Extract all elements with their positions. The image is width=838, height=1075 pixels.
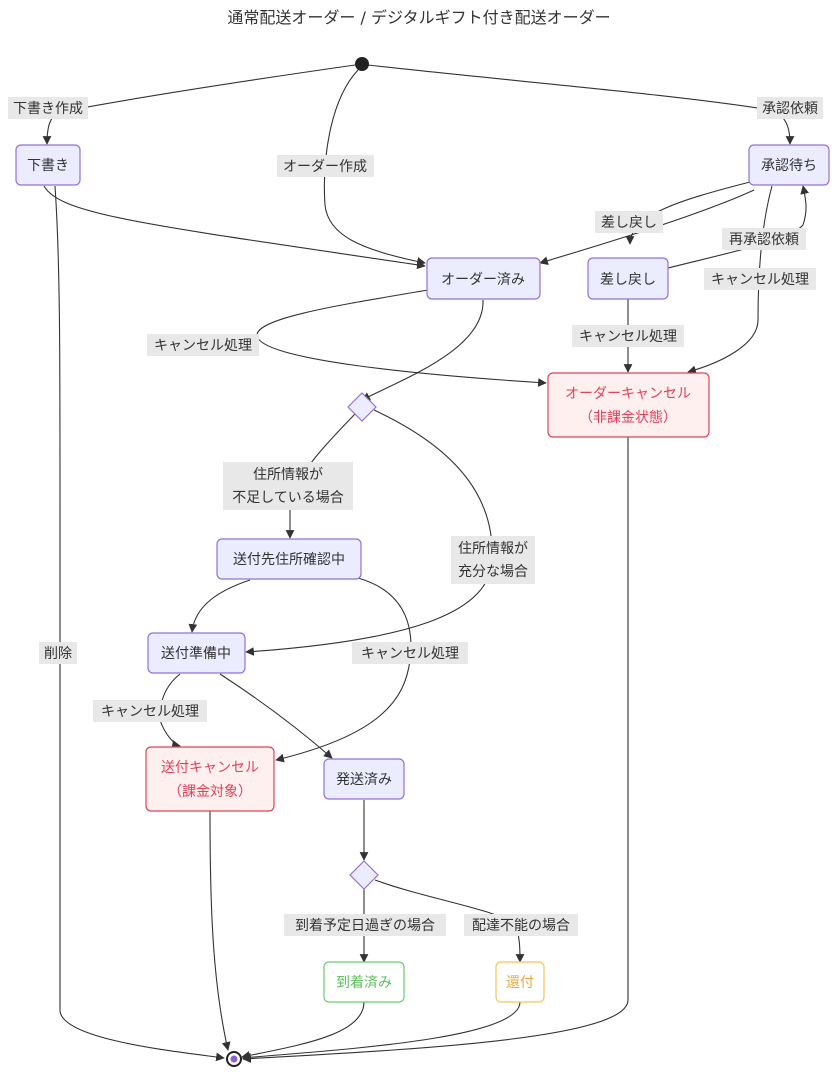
svg-text:到着済み: 到着済み xyxy=(336,975,392,991)
svg-text:キャンセル処理: キャンセル処理 xyxy=(154,338,252,354)
edge-label-cancel-preparing: キャンセル処理 xyxy=(93,700,207,722)
svg-text:キャンセル処理: キャンセル処理 xyxy=(579,329,677,345)
edge-label-cancel-ordered: キャンセル処理 xyxy=(147,334,259,356)
edge-returned-end xyxy=(242,1001,521,1062)
state-address-check: 送付先住所確認中 xyxy=(216,538,362,580)
edge-draft-ordered xyxy=(43,185,426,270)
edge-approval-sentback xyxy=(625,181,751,245)
edge-label-sufficient: 住所情報が 充分な場合 xyxy=(451,536,535,584)
edge-address-preparing xyxy=(188,579,251,633)
svg-text:キャンセル処理: キャンセル処理 xyxy=(711,272,809,288)
edge-label-undeliverable: 配達不能の場合 xyxy=(464,914,578,936)
choice-delivery xyxy=(349,860,379,890)
state-arrived: 到着済み xyxy=(323,961,405,1003)
svg-text:送付先住所確認中: 送付先住所確認中 xyxy=(233,552,345,568)
svg-text:住所情報が: 住所情報が xyxy=(253,467,323,483)
svg-text:到着予定日過ぎの場合: 到着予定日過ぎの場合 xyxy=(295,918,435,934)
state-ordered: オーダー済み xyxy=(426,257,541,300)
edge-label-cancel-address: キャンセル処理 xyxy=(352,642,468,664)
edges xyxy=(42,64,809,1063)
edge-shipcancel-end xyxy=(209,810,231,1051)
edge-choice1-preparing xyxy=(245,409,493,656)
svg-text:キャンセル処理: キャンセル処理 xyxy=(361,646,459,662)
state-returned: 還付 xyxy=(495,961,545,1003)
svg-text:承認待ち: 承認待ち xyxy=(761,158,817,174)
svg-text:配達不能の場合: 配達不能の場合 xyxy=(472,918,570,934)
diagram-title: 通常配送オーダー / デジタルギフト付き配送オーダー xyxy=(227,8,610,27)
svg-text:オーダー済み: オーダー済み xyxy=(441,272,525,288)
svg-text:再承認依頼: 再承認依頼 xyxy=(729,232,799,248)
svg-text:差し戻し: 差し戻し xyxy=(601,215,657,231)
state-order-cancel: オーダーキャンセル （非課金状態） xyxy=(547,372,710,438)
svg-text:送付準備中: 送付準備中 xyxy=(161,646,231,662)
edge-start-draft xyxy=(42,64,356,145)
edge-label-send-back: 差し戻し xyxy=(595,211,663,233)
svg-text:差し戻し: 差し戻し xyxy=(600,272,656,288)
svg-text:オーダーキャンセル: オーダーキャンセル xyxy=(565,386,691,402)
state-preparing: 送付準備中 xyxy=(147,632,246,674)
state-awaiting-approval: 承認待ち xyxy=(748,144,830,186)
edge-label-draft-create: 下書き作成 xyxy=(8,97,88,119)
svg-text:キャンセル処理: キャンセル処理 xyxy=(101,704,199,720)
svg-text:承認依頼: 承認依頼 xyxy=(762,101,818,117)
edge-label-approval-request: 承認依頼 xyxy=(757,97,823,119)
svg-text:送付キャンセル: 送付キャンセル xyxy=(161,760,259,776)
edge-sentback-approval xyxy=(667,185,809,269)
svg-text:下書き作成: 下書き作成 xyxy=(13,101,83,117)
edge-label-order-create: オーダー作成 xyxy=(277,155,374,177)
svg-text:削除: 削除 xyxy=(44,646,72,662)
svg-text:不足している場合: 不足している場合 xyxy=(232,490,344,506)
edge-ordered-ordercancel xyxy=(256,289,547,387)
edge-label-cancel-approval: キャンセル処理 xyxy=(704,268,816,290)
edge-start-ordered xyxy=(323,69,426,266)
edge-label-reapproval: 再承認依頼 xyxy=(722,228,806,250)
edge-ordered-choice1 xyxy=(361,299,484,401)
edge-label-past-due: 到着予定日過ぎの場合 xyxy=(284,914,446,936)
edge-label-cancel-sentback: キャンセル処理 xyxy=(572,325,684,347)
svg-text:発送済み: 発送済み xyxy=(336,772,392,788)
edge-start-approval xyxy=(367,64,795,145)
edge-approval-ordercancel xyxy=(687,185,773,375)
svg-text:住所情報が: 住所情報が xyxy=(458,541,528,557)
svg-text:（非課金状態）: （非課金状態） xyxy=(579,410,677,426)
edge-draft-end xyxy=(54,185,225,1062)
state-shipped: 発送済み xyxy=(323,758,405,800)
state-ship-cancel: 送付キャンセル （課金対象） xyxy=(145,746,275,812)
edge-ordercancel-end xyxy=(242,437,629,1063)
svg-text:下書き: 下書き xyxy=(27,158,69,174)
svg-text:充分な場合: 充分な場合 xyxy=(458,564,528,580)
edge-arrived-end xyxy=(241,1001,365,1060)
end-state xyxy=(226,1051,242,1067)
state-draft: 下書き xyxy=(15,144,81,186)
edge-preparing-shipped xyxy=(219,673,333,759)
state-sent-back: 差し戻し xyxy=(587,257,669,300)
svg-text:還付: 還付 xyxy=(506,975,534,991)
start-state xyxy=(355,57,369,71)
edge-address-shipcancel xyxy=(275,577,412,763)
choice-address xyxy=(347,392,377,422)
svg-text:（課金対象）: （課金対象） xyxy=(168,784,252,800)
edge-label-delete: 削除 xyxy=(39,642,77,664)
edge-label-insufficient: 住所情報が 不足している場合 xyxy=(223,462,353,510)
svg-text:オーダー作成: オーダー作成 xyxy=(283,159,367,175)
